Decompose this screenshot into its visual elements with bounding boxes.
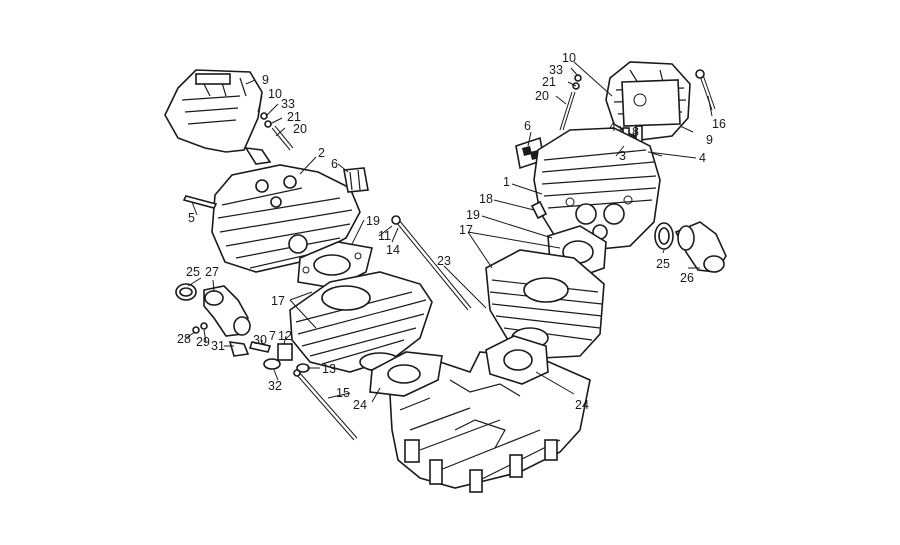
right-cylinder-head: [533, 127, 661, 251]
callout-19-left: 19: [366, 214, 380, 228]
callout-24-right: 24: [575, 398, 589, 412]
callout-7: 7: [269, 329, 276, 343]
callout-20-right: 20: [535, 89, 549, 103]
left-cylinder: [289, 271, 433, 373]
callout-20-left: 20: [293, 122, 307, 136]
callout-3: 3: [619, 149, 626, 163]
callout-31: 31: [211, 339, 225, 353]
callout-10-left: 10: [268, 87, 282, 101]
callout-17-left: 17: [271, 294, 285, 308]
callout-32: 32: [268, 379, 282, 393]
callout-9-right: 9: [706, 133, 713, 147]
left-head-cover: [164, 69, 272, 165]
callout-25-left: 25: [186, 265, 200, 279]
left-small-hardware: [192, 322, 310, 373]
left-intake-manifold: [175, 283, 251, 337]
right-dowel: [530, 200, 548, 220]
callout-28: 28: [177, 332, 191, 346]
callout-29: 29: [196, 335, 210, 349]
callout-4-lower: 4: [699, 151, 706, 165]
right-head-cover: [605, 61, 691, 141]
left-head-small-parts: [182, 112, 369, 209]
callout-5: 5: [188, 211, 195, 225]
callout-12: 12: [278, 329, 292, 343]
callout-2: 2: [318, 146, 325, 160]
callout-21-left: 21: [287, 110, 301, 124]
callout-1: 1: [503, 175, 510, 189]
callout-6-right: 6: [524, 119, 531, 133]
left-base-gasket: [369, 351, 443, 397]
callout-labels: 9 10 33 21 20 2 6 5 19 11 14 23 17 25 27…: [177, 51, 726, 412]
callout-25-right: 25: [656, 257, 670, 271]
callout-11: 11: [378, 229, 391, 243]
callout-26: 26: [680, 271, 694, 285]
callout-23: 23: [437, 254, 451, 268]
callout-10-right: 10: [562, 51, 576, 65]
callout-30: 30: [253, 333, 267, 347]
crankcase: [389, 351, 591, 493]
callout-27: 27: [205, 265, 219, 279]
callout-15: 15: [336, 386, 350, 400]
cylinder-studs: [293, 215, 472, 441]
callout-18: 18: [479, 192, 493, 206]
callout-16: 16: [712, 117, 726, 131]
callout-14: 14: [386, 243, 400, 257]
left-cylinder-head: [211, 164, 361, 273]
right-intake-manifold: [654, 221, 727, 273]
callout-33-left: 33: [281, 97, 295, 111]
callout-8: 8: [632, 125, 639, 139]
right-cylinder: [485, 249, 605, 359]
callout-24-left: 24: [353, 398, 367, 412]
callout-19-right: 19: [466, 208, 480, 222]
callout-6-left: 6: [331, 157, 338, 171]
callout-9-left: 9: [262, 73, 269, 87]
callout-13: 13: [322, 362, 336, 376]
right-base-gasket: [485, 335, 549, 385]
callout-33-right: 33: [549, 63, 563, 77]
leader-lines: [185, 61, 713, 403]
callout-4-upper: 4: [609, 120, 616, 134]
callout-17-right: 17: [459, 223, 473, 237]
callout-21-right: 21: [542, 75, 556, 89]
